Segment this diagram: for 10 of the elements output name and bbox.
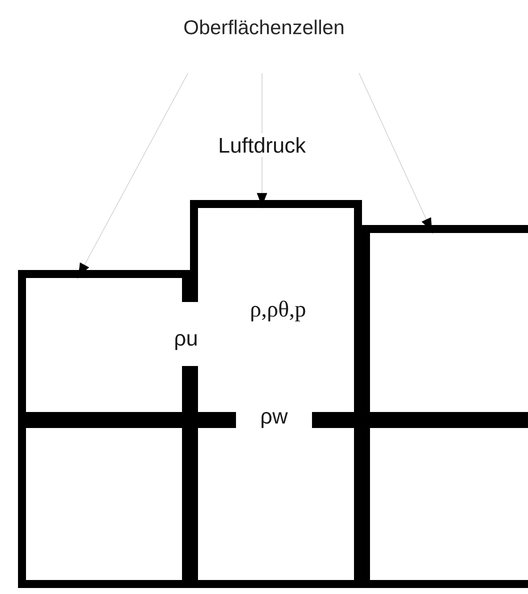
heading-text: Oberflächenzellen bbox=[184, 20, 344, 34]
grid-cell bbox=[18, 420, 190, 588]
arrow bbox=[77, 72, 188, 278]
arrow bbox=[358, 72, 433, 234]
flux-label: ρu bbox=[175, 334, 197, 350]
region-label: Luftdruck bbox=[214, 133, 310, 157]
variable-label: ρ,ρθ,p bbox=[251, 300, 306, 322]
flux-label: ρw bbox=[262, 412, 288, 428]
grid-cell bbox=[362, 225, 528, 420]
grid-cell bbox=[362, 420, 528, 588]
